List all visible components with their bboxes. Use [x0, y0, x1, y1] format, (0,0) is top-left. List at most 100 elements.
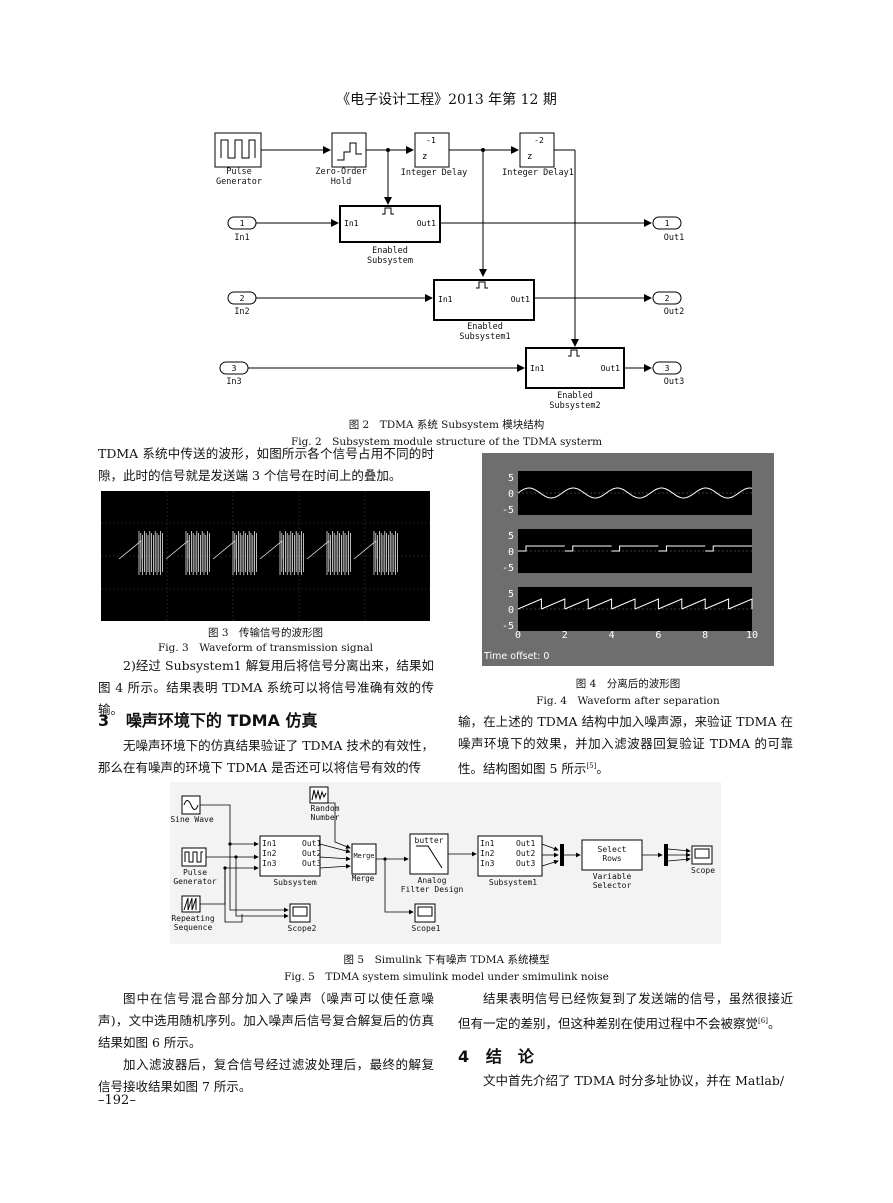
sub1-port-in1: In1 [438, 295, 453, 304]
merge-block [351, 843, 377, 875]
outport-2 [652, 291, 682, 305]
integer-delay1-exp: -2 [534, 136, 544, 145]
fig5-scope-label: Scope [690, 866, 716, 875]
paragraph-conclusion: 文中首先介绍了 TDMA 时分多址协议，并在 Matlab/ [483, 1073, 785, 1088]
fig4-ytick: -5 [502, 505, 514, 516]
fig4-xtick: 10 [746, 630, 758, 641]
random-icon [311, 789, 327, 801]
journal-header: 《电子设计工程》2013 年第 12 期 [336, 92, 557, 108]
fig5-sine-label: Sine Wave [170, 815, 214, 824]
result-end: 。 [767, 1016, 781, 1032]
in2-label: In2 [234, 307, 250, 317]
integer-delay1-block [519, 132, 555, 168]
pulse5-icon [184, 851, 203, 863]
svg-text:2: 2 [665, 294, 670, 303]
outport-1 [652, 216, 682, 230]
fig4-xtick: 2 [562, 630, 568, 641]
paragraph-noise-added: 图中在信号混合部分加入了噪声（噪声可以使任意噪声)，文中选用随机序列。加入噪声后… [98, 991, 434, 1050]
fig3-waveform-trace [118, 531, 398, 575]
section-3-number: 3 [98, 711, 110, 730]
result-text: 结果表明信号已经恢复到了发送端的信号，虽然很接近但有一定的差别，但这种差别在使用… [458, 991, 793, 1032]
fig4-ytick: 5 [508, 531, 514, 542]
fig5-select-rows: Select Rows [597, 845, 627, 863]
sub-port-in1: In1 [344, 219, 359, 228]
section-4-heading: 4 结 论 [458, 1043, 534, 1067]
svg-text:3: 3 [232, 364, 237, 373]
fig4-ytick: 5 [508, 589, 514, 600]
fig3-grid [101, 491, 430, 621]
citation-5: [5] [586, 762, 597, 770]
pulse-icon [220, 139, 256, 159]
fig3-caption-cn: 图 3 传输信号的波形图 [207, 627, 324, 639]
mux-bar [664, 844, 668, 866]
sub1-port-out1: Out1 [511, 295, 530, 304]
citation-6: [6] [758, 1017, 768, 1025]
paragraph-fig3-intro: TDMA 系统中传送的波形，如图所示各个信号占用不同的时隙，此时的信号就是发送端… [98, 446, 434, 483]
fig5-merge-label: Merge [351, 874, 375, 883]
sine-icon [183, 800, 199, 810]
svg-text:1: 1 [665, 219, 670, 228]
fig4-ytick: 0 [508, 489, 514, 500]
fig5-subsystem-label: Subsystem [273, 878, 317, 887]
fig5-caption-cn: 图 5 Simulink 下有噪声 TDMA 系统模型 [343, 954, 550, 966]
enabled-subsystem-block [339, 205, 441, 243]
paragraph-section3: 无噪声环境下的仿真结果验证了 TDMA 技术的有效性，那么在有噪声的环境下 TD… [98, 738, 434, 775]
fig5-random-label: Random Number [310, 804, 340, 822]
fig4-trace-2 [518, 545, 752, 552]
staircase-icon [337, 142, 362, 161]
svg-text:1: 1 [240, 219, 245, 228]
enabled-subsystem-label: Enabled Subsystem [366, 246, 414, 266]
subsystem5-block [259, 835, 321, 877]
enabled-subsystem2-block [525, 347, 625, 389]
paragraph-result: 结果表明信号已经恢复到了发送端的信号，虽然很接近但有一定的差别，但这种差别在使用… [458, 988, 793, 1035]
fig4-ytick: -5 [502, 621, 514, 632]
out2-label: Out2 [663, 307, 685, 317]
out3-label: Out3 [663, 377, 685, 387]
page-number: –192– [98, 1093, 136, 1108]
in3-label: In3 [226, 377, 242, 387]
enable2-icon [568, 349, 580, 357]
noise-intro-text: 输，在上述的 TDMA 结构中加入噪声源，来验证 TDMA 在噪声环境下的效果，… [458, 714, 793, 777]
integer-delay-exp: -1 [426, 136, 436, 145]
integer-delay-z: z [422, 152, 427, 162]
fig2-caption-cn: 图 2 TDMA 系统 Subsystem 模块结构 [348, 419, 545, 431]
sawtooth-icon [183, 897, 197, 911]
fig5-subsystem1-label: Subsystem1 [488, 878, 538, 887]
repeating-sequence-block [181, 895, 201, 913]
svg-text:2: 2 [240, 294, 245, 303]
integer-delay1-label: Integer Delay1 [502, 168, 574, 178]
pulse-generator5-block [181, 847, 207, 867]
enable-icon [382, 207, 394, 215]
in1-label: In1 [234, 233, 250, 243]
paragraph-subsystem1-result: 2)经过 Subsystem1 解复用后将信号分离出来，结果如图 4 所示。结果… [98, 658, 434, 717]
fig4-ytick: -5 [502, 563, 514, 574]
fig5-butter: butter [414, 836, 444, 845]
fig4-trace-3 [517, 598, 753, 610]
enabled-subsystem1-label: Enabled Subsystem1 [459, 322, 511, 342]
fig4-xtick: 0 [515, 630, 521, 641]
fig5-repeating-label: Repeating Sequence [171, 914, 215, 932]
out1-label: Out1 [663, 233, 685, 243]
integer-delay-label: Integer Delay [400, 168, 468, 178]
section-4-number: 4 [458, 1047, 470, 1066]
fig4-xtick: 6 [655, 630, 661, 641]
fig4-trace-1 [517, 487, 753, 499]
paragraph-noise-intro: 输，在上述的 TDMA 结构中加入噪声源，来验证 TDMA 在噪声环境下的效果，… [458, 711, 793, 780]
noise-intro-end: 。 [596, 761, 609, 777]
figure-5-diagram [181, 786, 713, 923]
figure-2-diagram: -1 z -2 z In1 Out1 In1 Out1 In1 Out1 1 2… [214, 132, 682, 389]
sub2-port-in1: In1 [530, 364, 545, 373]
sub2-port-out1: Out1 [601, 364, 620, 373]
fig4-ytick: 0 [508, 605, 514, 616]
fig4-ytick: 5 [508, 473, 514, 484]
filter-response-icon [416, 845, 443, 869]
section-4-title: 结 论 [485, 1047, 534, 1066]
integer-delay-block [414, 132, 450, 168]
section-3-heading: 3 噪声环境下的 TDMA 仿真 [98, 707, 318, 731]
enable1-icon [476, 281, 488, 289]
